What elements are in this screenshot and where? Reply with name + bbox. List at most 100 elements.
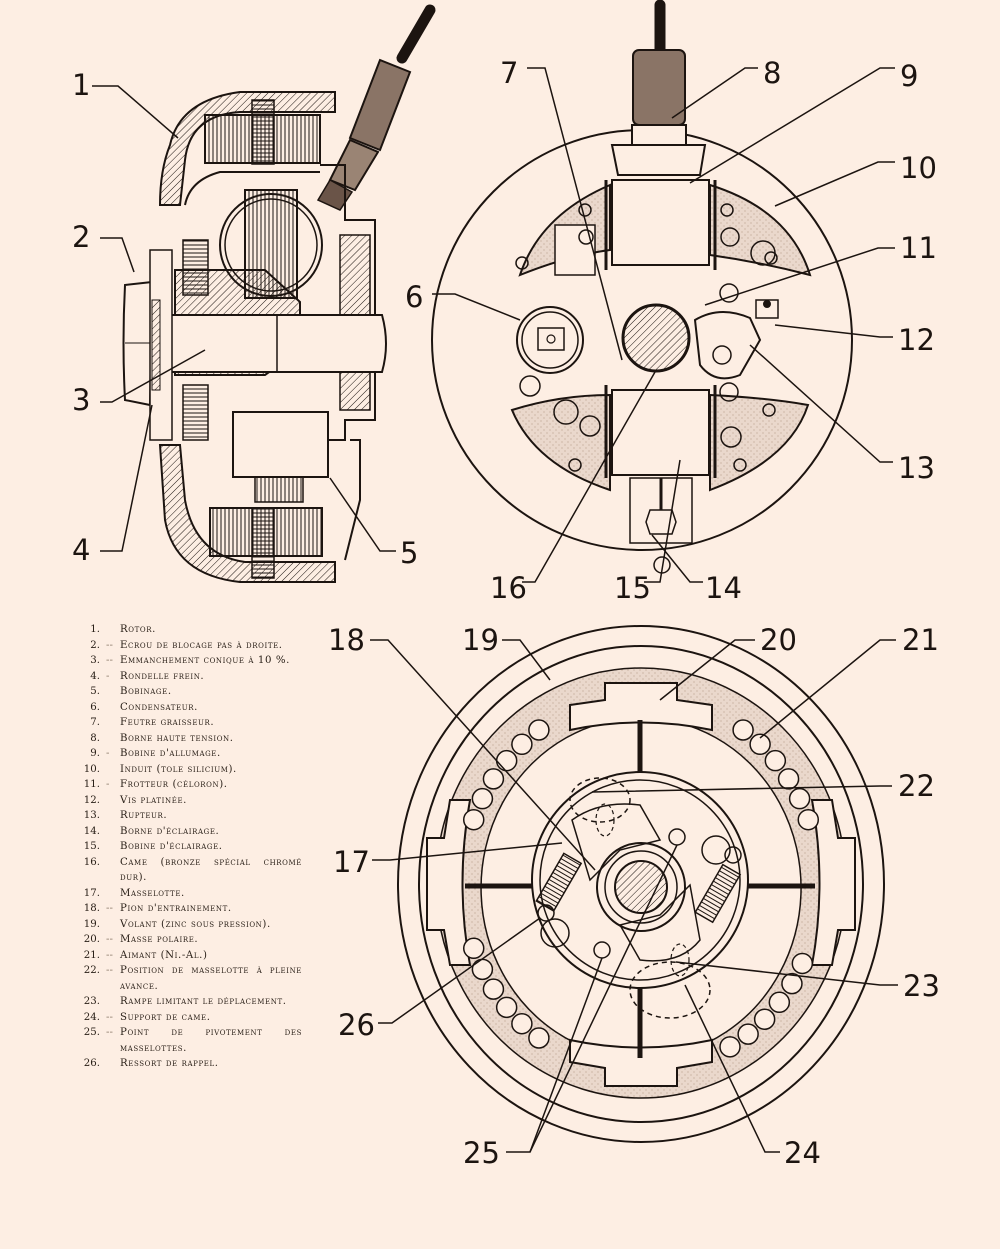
legend-item: 14. Borne d'éclairage. [70, 824, 302, 840]
legend-dash: -- [106, 655, 113, 666]
callout-18: 18 [328, 623, 365, 657]
ignition-coil [611, 179, 710, 266]
legend-number: 19. [83, 918, 100, 930]
legend-number: 5. [90, 686, 100, 697]
legend-number: 24. [83, 1011, 100, 1023]
legend-text: Borne d'éclairage. [120, 825, 220, 837]
legend-text: Rampe limitant le déplacement. [120, 996, 287, 1007]
legend-number: 15. [83, 841, 100, 852]
legend-item: 7.Feutre graisseur. [70, 715, 302, 731]
callout-23: 23 [903, 969, 940, 1003]
legend-number: 18. [83, 903, 100, 914]
legend-item: 22. -- Position de masselotte à pleine ava… [70, 963, 302, 994]
legend-dash: - [106, 748, 110, 759]
legend-dash: - [106, 779, 110, 790]
legend-text: Pion d'entrainement. [120, 903, 232, 914]
magnet-pellet [719, 1036, 741, 1058]
legend-dash [106, 855, 120, 886]
callout-16: 16 [490, 571, 527, 605]
legend-dash [106, 886, 120, 902]
legend-number: 14. [83, 825, 100, 837]
callouts-stator: 7 8 9 10 11 12 13 6 16 15 14 [405, 56, 937, 605]
magnet-pellet [764, 749, 787, 772]
legend-item: 13.Rupteur. [70, 808, 302, 824]
legend-item: 9.-Bobine d'allumage. [70, 746, 302, 762]
legend-number: 11. [83, 779, 100, 790]
callout-25: 25 [463, 1136, 500, 1170]
magnet-pellet [791, 952, 814, 975]
legend-item: 3.--Emmanchement conique à 10 %. [70, 653, 302, 669]
legend-item: 24.--Support de came. [70, 1010, 302, 1026]
legend-dash: -- [106, 903, 113, 914]
legend-dash [106, 1056, 120, 1072]
legend-number: 1. [90, 624, 100, 635]
callout-26: 26 [338, 1008, 375, 1042]
legend-number: 2. [90, 639, 100, 651]
legend-dash: -- [106, 934, 113, 945]
legend-dash: - [106, 670, 110, 682]
legend-dash [106, 731, 120, 747]
legend-text: Emmanchement conique à 10 %. [120, 655, 291, 666]
flywheel-outer-ring [397, 625, 885, 1143]
cam [621, 303, 691, 373]
callout-17: 17 [333, 845, 370, 879]
fixing-screws [515, 203, 778, 472]
legend-text: Ressort de rappel. [120, 1058, 219, 1069]
legend-item: 25.--Point de pivotement des masselottes… [70, 1025, 302, 1056]
ht-cable [316, 4, 436, 211]
legend-text: Rondelle frein. [120, 670, 205, 682]
legend-dash [106, 824, 120, 840]
legend-text: Position de masselotte à pleine avance. [120, 965, 302, 992]
magnet-pellet [482, 768, 505, 790]
callout-12: 12 [898, 323, 935, 357]
legend-item: 15. Bobine d'éclairage. [70, 839, 302, 855]
callout-19: 19 [462, 623, 499, 657]
callout-2: 2 [72, 220, 90, 254]
callout-8: 8 [763, 56, 781, 90]
callout-4: 4 [72, 533, 90, 567]
legend-number: 13. [83, 810, 100, 821]
legend-dash: -- [106, 1027, 113, 1038]
legend-text: Bobine d'allumage. [120, 748, 221, 759]
callout-13: 13 [898, 451, 935, 485]
legend-text: Came (bronze spécial chromé dur). [120, 856, 302, 884]
legend-number: 25. [83, 1027, 100, 1038]
magnet-pellet [471, 958, 494, 981]
legend-item: 8.Borne haute tension. [70, 731, 302, 747]
legend-dash: -- [106, 1011, 113, 1023]
legend-dash: -- [106, 639, 113, 651]
legend-number: 22. [83, 965, 100, 976]
legend-dash [106, 684, 120, 700]
callout-11: 11 [900, 231, 937, 265]
callout-20: 20 [760, 623, 797, 657]
callout-22: 22 [898, 769, 935, 803]
magnet-pellet [495, 749, 518, 772]
legend-item: 17.Masselotte. [70, 886, 302, 902]
legend-dash [106, 793, 120, 809]
magnet-pellet [495, 996, 518, 1019]
legend-item: 16.Came (bronze spécial chromé dur). [70, 855, 302, 886]
callout-21: 21 [902, 623, 939, 657]
magnet-pellet [777, 768, 800, 790]
magnet-pellet [797, 808, 820, 831]
legend-number: 20. [83, 934, 100, 945]
section-view [122, 4, 436, 583]
legend-item: 18. -- Pion d'entrainement. [70, 901, 302, 917]
callout-3: 3 [72, 383, 90, 417]
legend-dash [106, 762, 120, 778]
legend-item: 2.--Ecrou de blocage pas à droite. [70, 638, 302, 654]
magnet-pellets [462, 719, 820, 1058]
magnet-pellet [528, 1027, 550, 1049]
magnet-pellet [511, 1012, 533, 1035]
magnet-pellet [471, 787, 494, 810]
pole-pieces [426, 682, 856, 1087]
legend-text: Frotteur (céloron). [120, 779, 228, 790]
legend-text: Bobine d'éclairage. [120, 841, 223, 852]
flywheel-view [397, 625, 885, 1143]
legend-dash [106, 700, 120, 716]
callout-5: 5 [400, 536, 418, 570]
legend-item: 21.--Aimant (Ni.-Al.) [70, 948, 302, 964]
legend-dash: -- [106, 965, 113, 976]
legend-number: 7. [90, 717, 100, 728]
